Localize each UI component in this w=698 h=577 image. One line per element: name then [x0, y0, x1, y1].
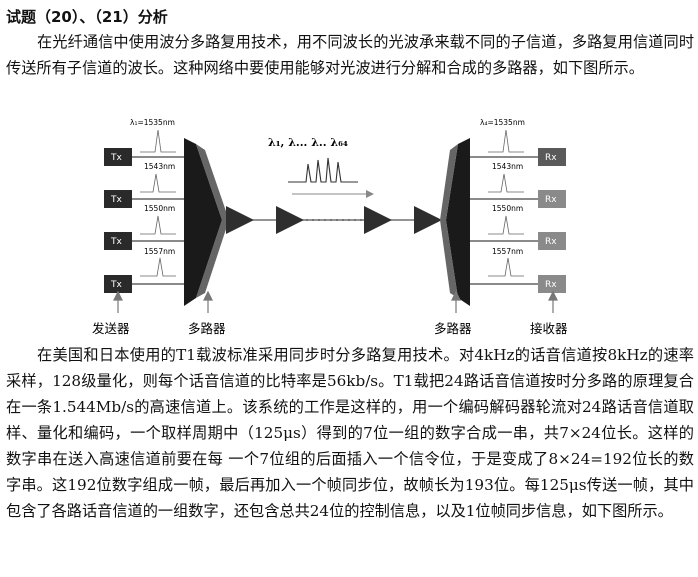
tx-text-1: Tx	[110, 153, 122, 163]
amplifier-3	[364, 206, 392, 234]
caption-receiver: 接收器	[530, 321, 568, 336]
rx-peaks	[488, 129, 524, 277]
caption-mux-right: 多路器	[434, 321, 472, 336]
amplifier-4	[414, 206, 442, 234]
amplifier-2	[276, 206, 304, 234]
lambda-sequence: λ₁, λ... λ.. λ₆₄	[268, 136, 348, 149]
rx-lines	[470, 156, 538, 285]
rx-text-2: Rx	[545, 195, 557, 205]
tx-wavelength-3: 1550nm	[144, 204, 175, 213]
tx-text-2: Tx	[110, 195, 122, 205]
rx-text-1: Rx	[545, 153, 557, 163]
wdm-diagram: Tx Tx Tx Tx λ₁=1535nm 1543nm 1550nm 1557…	[92, 118, 568, 336]
rx-wavelength-1: λ₄=1535nm	[480, 118, 525, 127]
combined-spectrum	[288, 157, 358, 183]
tx-text-3: Tx	[110, 237, 122, 247]
amplifier-1	[226, 206, 254, 234]
caption-sender: 发送器	[92, 321, 130, 336]
rx-text-4: Rx	[545, 280, 557, 290]
spectrum-arrow	[292, 190, 374, 198]
rx-text-3: Rx	[545, 237, 557, 247]
tx-box-1	[104, 148, 132, 166]
tx-boxes: Tx Tx Tx Tx	[104, 148, 132, 293]
tx-box-2	[104, 190, 132, 208]
tx-wavelength-4: 1557nm	[144, 247, 175, 256]
mux-left	[184, 138, 229, 306]
caption-mux-left: 多路器	[188, 321, 226, 336]
tx-wavelength-2: 1543nm	[144, 162, 175, 171]
rx-boxes: Rx Rx Rx Rx	[538, 148, 566, 293]
mux-right	[440, 138, 470, 306]
rx-wavelength-3: 1550nm	[492, 204, 523, 213]
rx-wavelength-2: 1543nm	[492, 162, 523, 171]
tx-box-3	[104, 232, 132, 250]
question-title: 试题（20）、（21）分析	[6, 8, 168, 26]
tx-wavelength-1: λ₁=1535nm	[130, 118, 175, 127]
tx-lines	[132, 156, 186, 285]
rx-box-4	[538, 275, 566, 293]
tx-peaks	[140, 129, 176, 277]
rx-box-3	[538, 232, 566, 250]
rx-wavelength-4: 1557nm	[492, 247, 523, 256]
amplifiers	[226, 206, 442, 234]
tx-box-4	[104, 275, 132, 293]
pointer-arrows	[113, 290, 558, 313]
rx-box-2	[538, 190, 566, 208]
paragraph-wdm: 在光纤通信中使用波分多路复用技术，用不同波长的光波承来载不同的子信道，多路复用信…	[6, 33, 694, 77]
tx-text-4: Tx	[110, 280, 122, 290]
rx-box-1	[538, 148, 566, 166]
paragraph-t1: 在美国和日本使用的T1载波标准采用同步时分多路复用技术。对4kHz的话音信道按8…	[6, 346, 694, 520]
